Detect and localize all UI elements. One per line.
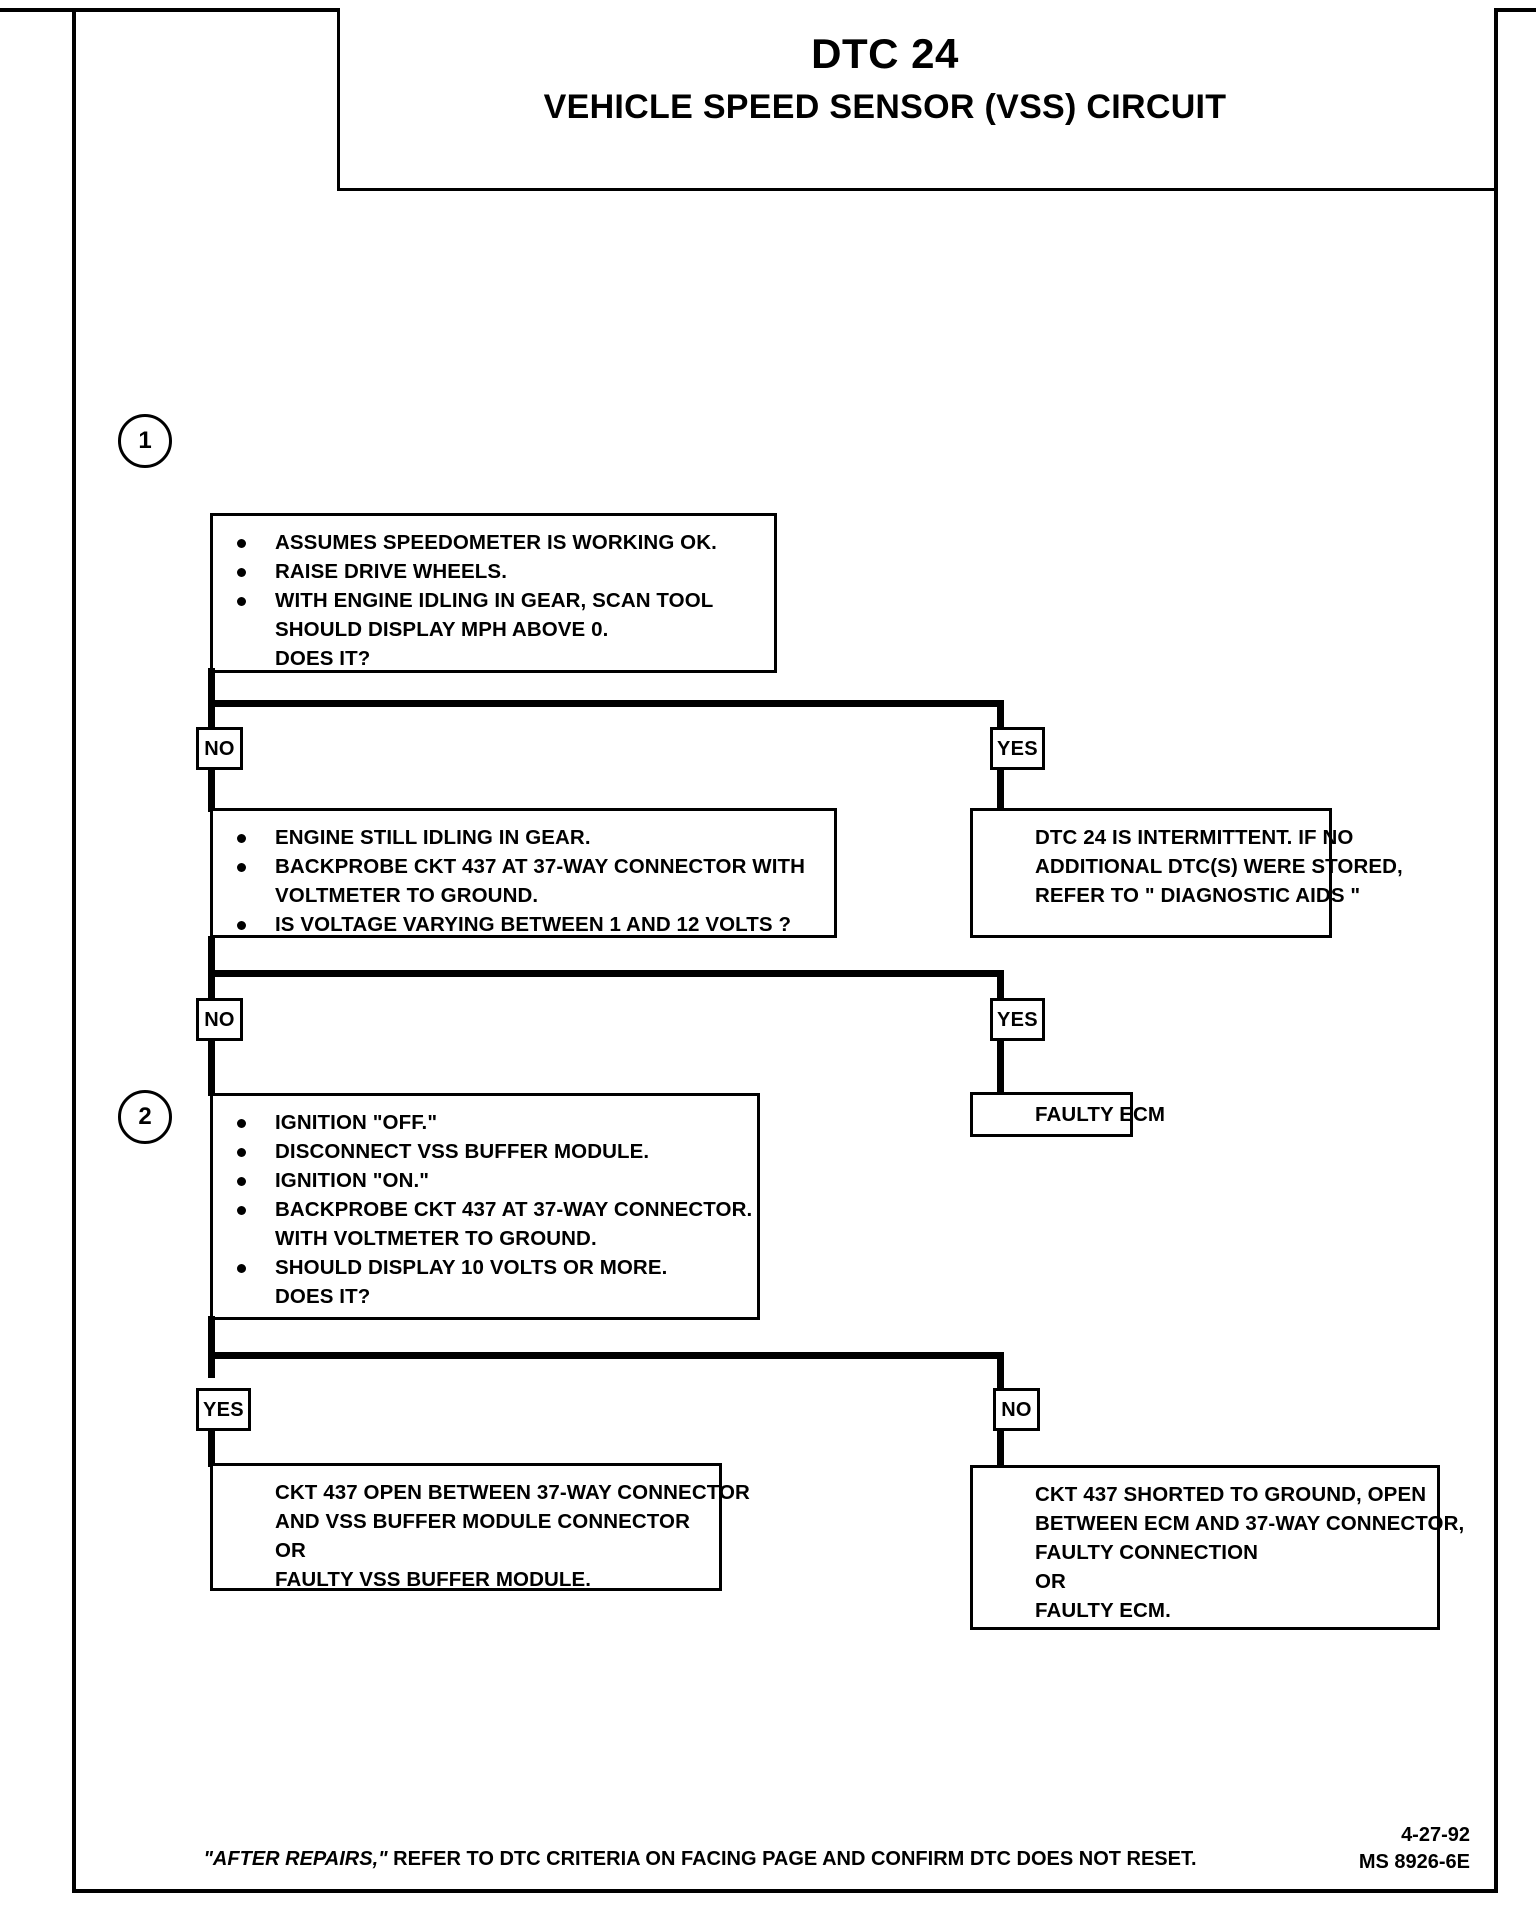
step2-instruction-box: IGNITION "OFF."DISCONNECT VSS BUFFER MOD…	[210, 1093, 760, 1320]
connector-row2-yes-down	[997, 1039, 1004, 1094]
connector-step2-down	[208, 1316, 215, 1378]
bullet-item: BACKPROBE CKT 437 AT 37-WAY CONNECTOR.	[213, 1195, 757, 1224]
branch-row2-yes: YES	[990, 998, 1045, 1041]
footer-note-rest: REFER TO DTC CRITERIA ON FACING PAGE AND…	[387, 1848, 1197, 1870]
result-left-lines: CKT 437 OPEN BETWEEN 37-WAY CONNECTOR AND…	[213, 1466, 750, 1594]
stamp-doc-id: MS 8926-6E	[1358, 1851, 1470, 1873]
bullet-item: BACKPROBE CKT 437 AT 37-WAY CONNECTOR WI…	[213, 852, 834, 881]
connector-row3-no-down	[997, 1429, 1004, 1469]
connector-row3-horizontal	[208, 1352, 1004, 1359]
page-title-dtc: DTC 24	[811, 30, 959, 77]
connector-step1-down	[208, 668, 215, 730]
result-left-box: CKT 437 OPEN BETWEEN 37-WAY CONNECTOR AND…	[210, 1463, 750, 1594]
text-line: OR	[275, 1539, 306, 1562]
connector-level2-down	[208, 936, 215, 998]
faulty-ecm-box: FAULTY ECM	[970, 1092, 1166, 1137]
result-right-box: CKT 437 SHORTED TO GROUND, OPEN BETWEEN E…	[970, 1465, 1465, 1630]
text-line: CKT 437 SHORTED TO GROUND, OPEN	[1035, 1483, 1427, 1506]
branch-row2-no: NO	[196, 998, 243, 1041]
text-line: AND VSS BUFFER MODULE CONNECTOR	[275, 1510, 691, 1533]
document-stamp: 4-27-92 MS 8926-6E	[1359, 1822, 1470, 1876]
bullet-item: IS VOLTAGE VARYING BETWEEN 1 AND 12 VOLT…	[213, 910, 834, 939]
connector-row2-horizontal	[208, 970, 1004, 977]
text-line: DTC 24 IS INTERMITTENT. IF NO	[1035, 826, 1354, 849]
level2-right-box: DTC 24 IS INTERMITTENT. IF NO ADDITIONAL …	[970, 808, 1403, 938]
text-line: SHOULD DISPLAY MPH ABOVE 0.	[275, 618, 609, 641]
text-line: WITH VOLTMETER TO GROUND.	[275, 1227, 597, 1250]
step-number-1: 1	[118, 414, 172, 468]
text-line: REFER TO " DIAGNOSTIC AIDS "	[1035, 884, 1361, 907]
text-line: DOES IT?	[275, 1285, 371, 1308]
footer-note: "AFTER REPAIRS," REFER TO DTC CRITERIA O…	[0, 1848, 1400, 1871]
step2-lines: IGNITION "OFF."DISCONNECT VSS BUFFER MOD…	[213, 1096, 757, 1311]
connector-row3-right-down	[997, 1352, 1004, 1390]
connector-row2-right-down	[997, 970, 1004, 1000]
text-line: FAULTY VSS BUFFER MODULE.	[275, 1568, 592, 1591]
result-right-lines: CKT 437 SHORTED TO GROUND, OPEN BETWEEN E…	[973, 1468, 1465, 1625]
stamp-date: 4-27-92	[1401, 1824, 1470, 1846]
text-line: CKT 437 OPEN BETWEEN 37-WAY CONNECTOR	[275, 1481, 750, 1504]
level2-right-lines: DTC 24 IS INTERMITTENT. IF NO ADDITIONAL …	[973, 811, 1403, 910]
branch-row1-no: NO	[196, 727, 243, 770]
bullet-item: SHOULD DISPLAY 10 VOLTS OR MORE.	[213, 1253, 757, 1282]
bullet-item: RAISE DRIVE WHEELS.	[213, 557, 774, 586]
connector-row1-horizontal	[208, 700, 1004, 707]
faulty-ecm-lines: FAULTY ECM	[973, 1095, 1166, 1129]
bullet-item: ENGINE STILL IDLING IN GEAR.	[213, 823, 834, 852]
text-line: VOLTMETER TO GROUND.	[275, 884, 539, 907]
bullet-item: WITH ENGINE IDLING IN GEAR, SCAN TOOL	[213, 586, 774, 615]
level2-left-box: ENGINE STILL IDLING IN GEAR.BACKPROBE CK…	[210, 808, 837, 938]
connector-row1-no-down	[208, 768, 215, 812]
bullet-item: ASSUMES SPEEDOMETER IS WORKING OK.	[213, 528, 774, 557]
page-frame-right	[1494, 8, 1498, 1893]
text-line: BETWEEN ECM AND 37-WAY CONNECTOR,	[1035, 1512, 1465, 1535]
bullet-item: IGNITION "OFF."	[213, 1108, 757, 1137]
branch-row3-no: NO	[993, 1388, 1040, 1431]
connector-row3-yes-down	[208, 1429, 215, 1467]
page-frame-bottom	[72, 1889, 1498, 1893]
text-line: FAULTY ECM	[1035, 1103, 1166, 1126]
step1-instruction-box: ASSUMES SPEEDOMETER IS WORKING OK.RAISE …	[210, 513, 777, 673]
text-line: FAULTY CONNECTION	[1035, 1541, 1259, 1564]
text-line: ADDITIONAL DTC(S) WERE STORED,	[1035, 855, 1403, 878]
connector-row1-right-down	[997, 700, 1004, 730]
bullet-item: DISCONNECT VSS BUFFER MODULE.	[213, 1137, 757, 1166]
text-line: FAULTY ECM.	[1035, 1599, 1171, 1622]
connector-row1-yes-down	[997, 768, 1004, 812]
branch-row3-yes: YES	[196, 1388, 251, 1431]
branch-row1-yes: YES	[990, 727, 1045, 770]
footer-note-italic: "AFTER REPAIRS,"	[203, 1848, 388, 1870]
page-title-circuit: VEHICLE SPEED SENSOR (VSS) CIRCUIT	[543, 88, 1227, 126]
step-number-2: 2	[118, 1090, 172, 1144]
title-block: DTC 24 VEHICLE SPEED SENSOR (VSS) CIRCUI…	[337, 8, 1497, 191]
level2-left-lines: ENGINE STILL IDLING IN GEAR.BACKPROBE CK…	[213, 811, 834, 939]
text-line: DOES IT?	[275, 647, 371, 670]
bullet-item: IGNITION "ON."	[213, 1166, 757, 1195]
connector-row2-no-down	[208, 1039, 215, 1096]
text-line: OR	[1035, 1570, 1066, 1593]
page-frame-left	[72, 8, 76, 1893]
step1-lines: ASSUMES SPEEDOMETER IS WORKING OK.RAISE …	[213, 516, 774, 673]
